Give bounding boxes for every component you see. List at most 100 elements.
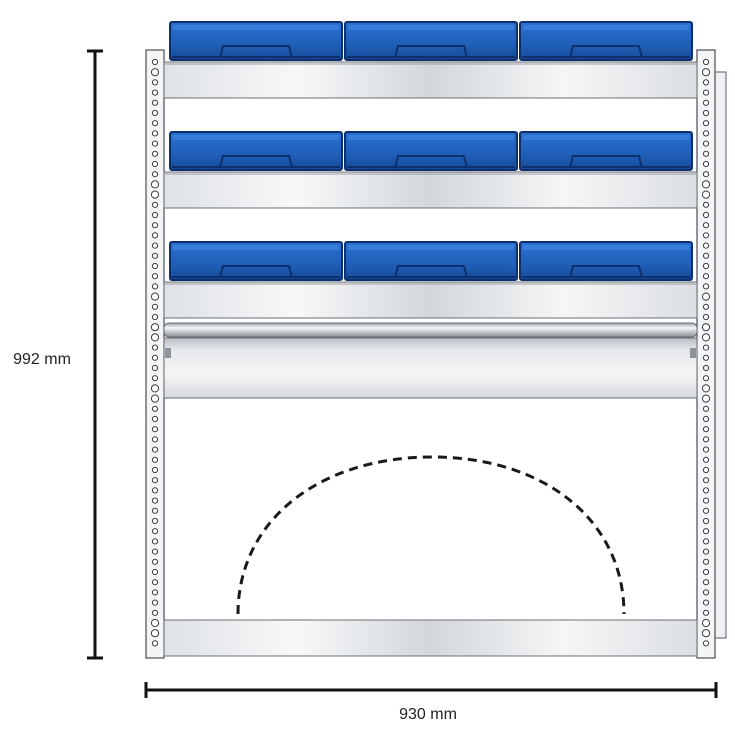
upright-hole xyxy=(701,190,711,199)
upright-hole xyxy=(151,548,159,555)
upright-hole xyxy=(150,323,160,332)
shelf xyxy=(163,171,698,209)
upright-hole xyxy=(151,130,159,137)
upright-hole xyxy=(702,232,710,239)
upright-hole xyxy=(151,477,159,484)
upright-hole xyxy=(151,99,159,106)
upright-hole xyxy=(702,466,710,474)
upright-hole xyxy=(151,283,159,290)
upright-hole xyxy=(151,201,159,208)
upright-hole xyxy=(151,58,159,66)
upright-hole xyxy=(702,446,710,453)
upright-hole xyxy=(151,405,159,412)
shelf xyxy=(163,61,698,99)
upright-hole xyxy=(151,120,159,127)
upright-hole xyxy=(151,313,159,321)
upright-hole xyxy=(702,171,710,178)
upright-hole xyxy=(701,384,711,393)
upright-hole xyxy=(150,292,160,301)
upright-hole xyxy=(151,589,159,596)
upright-hole xyxy=(701,323,711,332)
upright-hole xyxy=(151,507,159,514)
upright-hole xyxy=(151,262,159,270)
upright-hole xyxy=(151,171,159,178)
upright-hole xyxy=(151,242,159,249)
upright-hole xyxy=(702,599,710,606)
upright-hole xyxy=(151,579,159,586)
upright-hole xyxy=(701,629,711,638)
storage-bin xyxy=(169,21,343,61)
upright-hole xyxy=(151,497,159,504)
upright-hole xyxy=(151,150,159,157)
upright-hole xyxy=(151,232,159,239)
upright-hole xyxy=(151,599,159,606)
lower-panel xyxy=(163,337,698,399)
storage-bin xyxy=(169,241,343,281)
upright-hole xyxy=(702,140,710,147)
storage-bin xyxy=(519,21,693,61)
upright-hole xyxy=(151,375,159,382)
upright-hole xyxy=(702,497,710,504)
upright-hole xyxy=(151,426,159,433)
upright-hole xyxy=(151,466,159,474)
upright-hole xyxy=(151,79,159,86)
upright-hole xyxy=(151,252,159,259)
upright-hole xyxy=(702,313,710,321)
upright-hole xyxy=(151,211,159,219)
upright-hole xyxy=(702,609,710,616)
upright-hole xyxy=(702,640,710,647)
upright-hole xyxy=(151,354,159,361)
bottom-bar xyxy=(163,619,698,657)
right-upright xyxy=(696,49,716,659)
upright-hole xyxy=(151,456,159,463)
upright-hole xyxy=(702,252,710,259)
upright-hole xyxy=(702,477,710,484)
upright-hole xyxy=(701,292,711,301)
tube-rail xyxy=(163,322,698,338)
upright-hole xyxy=(702,456,710,463)
upright-hole xyxy=(702,160,710,168)
height-dimension xyxy=(87,49,103,660)
shelf xyxy=(163,281,698,319)
storage-bin xyxy=(344,241,518,281)
upright-hole xyxy=(151,568,159,576)
upright-hole xyxy=(151,273,159,280)
upright-hole xyxy=(702,58,710,66)
upright-hole xyxy=(702,99,710,106)
width-label: 930 mm xyxy=(399,706,457,723)
upright-hole xyxy=(702,538,710,545)
left-upright xyxy=(145,49,165,659)
upright-hole xyxy=(150,618,160,628)
upright-hole xyxy=(151,160,159,168)
upright-hole xyxy=(702,548,710,555)
upright-hole xyxy=(702,283,710,290)
upright-hole xyxy=(702,344,710,351)
upright-hole xyxy=(702,375,710,382)
upright-hole xyxy=(150,180,160,189)
upright-hole xyxy=(151,140,159,147)
upright-hole xyxy=(702,222,710,229)
upright-hole xyxy=(702,303,710,310)
upright-hole xyxy=(702,262,710,270)
upright-hole xyxy=(151,609,159,616)
upright-hole xyxy=(151,364,159,372)
upright-hole xyxy=(150,629,160,638)
upright-hole xyxy=(702,201,710,208)
storage-bin xyxy=(519,241,693,281)
upright-hole xyxy=(151,517,159,525)
upright-hole xyxy=(151,222,159,229)
height-label: 992 mm xyxy=(13,351,71,368)
upright-hole xyxy=(150,384,160,393)
storage-bin xyxy=(169,131,343,171)
upright-hole xyxy=(150,333,160,342)
upright-hole xyxy=(702,415,710,423)
upright-hole xyxy=(702,211,710,219)
wheel-arch-outline xyxy=(236,455,626,615)
upright-hole xyxy=(151,640,159,647)
upright-hole xyxy=(702,487,710,494)
upright-hole xyxy=(702,589,710,596)
upright-hole xyxy=(151,558,159,565)
upright-hole xyxy=(702,517,710,525)
